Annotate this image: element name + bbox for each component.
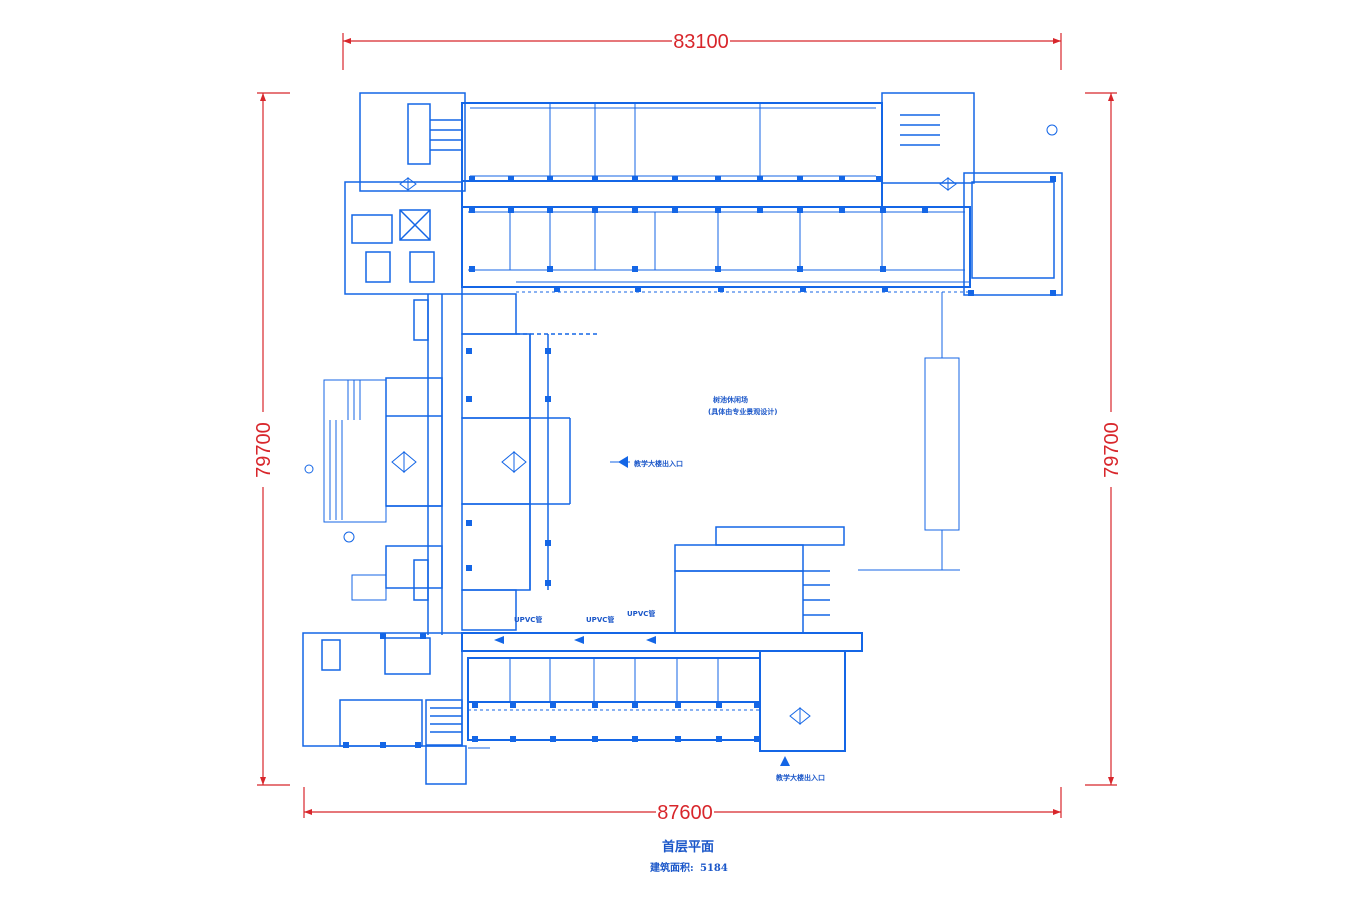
central-west-block — [461, 293, 600, 631]
south-wing — [461, 632, 863, 752]
entrance-label-secondary: 教学大楼出入口 — [775, 773, 825, 782]
courtyard-sublabel: (具体由专业景观设计) — [708, 407, 777, 416]
entrance-arrows — [494, 456, 790, 766]
dimension-left-label: 79700 — [253, 422, 275, 478]
northwest-core — [344, 92, 466, 295]
door-symbols — [304, 124, 1058, 726]
dimension-top-label: 83100 — [673, 31, 729, 53]
area-label: 建筑面积: — [649, 861, 694, 874]
north-wing — [461, 102, 971, 288]
pvc-pipe-label-3: UPVC管 — [627, 609, 655, 618]
dimension-bottom-label: 87600 — [657, 802, 713, 824]
northeast-core — [881, 92, 1063, 296]
east-service-strip — [858, 292, 960, 571]
courtyard-label: 树池休闲场 — [713, 395, 748, 404]
north-wing-rooms — [468, 103, 970, 293]
structural-columns — [343, 176, 1056, 748]
dimension-lines — [257, 33, 1117, 818]
south-wing-rooms — [468, 658, 760, 749]
pvc-pipe-label-1: UPVC管 — [514, 615, 542, 624]
west-external-stair — [323, 379, 387, 601]
plan-title: 首层平面 — [662, 839, 714, 855]
southwest-block — [302, 632, 467, 785]
area-value: 5184 — [700, 863, 728, 874]
dimension-arrows — [260, 38, 1114, 815]
pvc-pipe-label-2: UPVC管 — [586, 615, 614, 624]
entrance-label-main: 教学大楼出入口 — [633, 459, 683, 468]
south-center-block — [674, 526, 845, 634]
dimension-right-label: 79700 — [1101, 422, 1123, 478]
